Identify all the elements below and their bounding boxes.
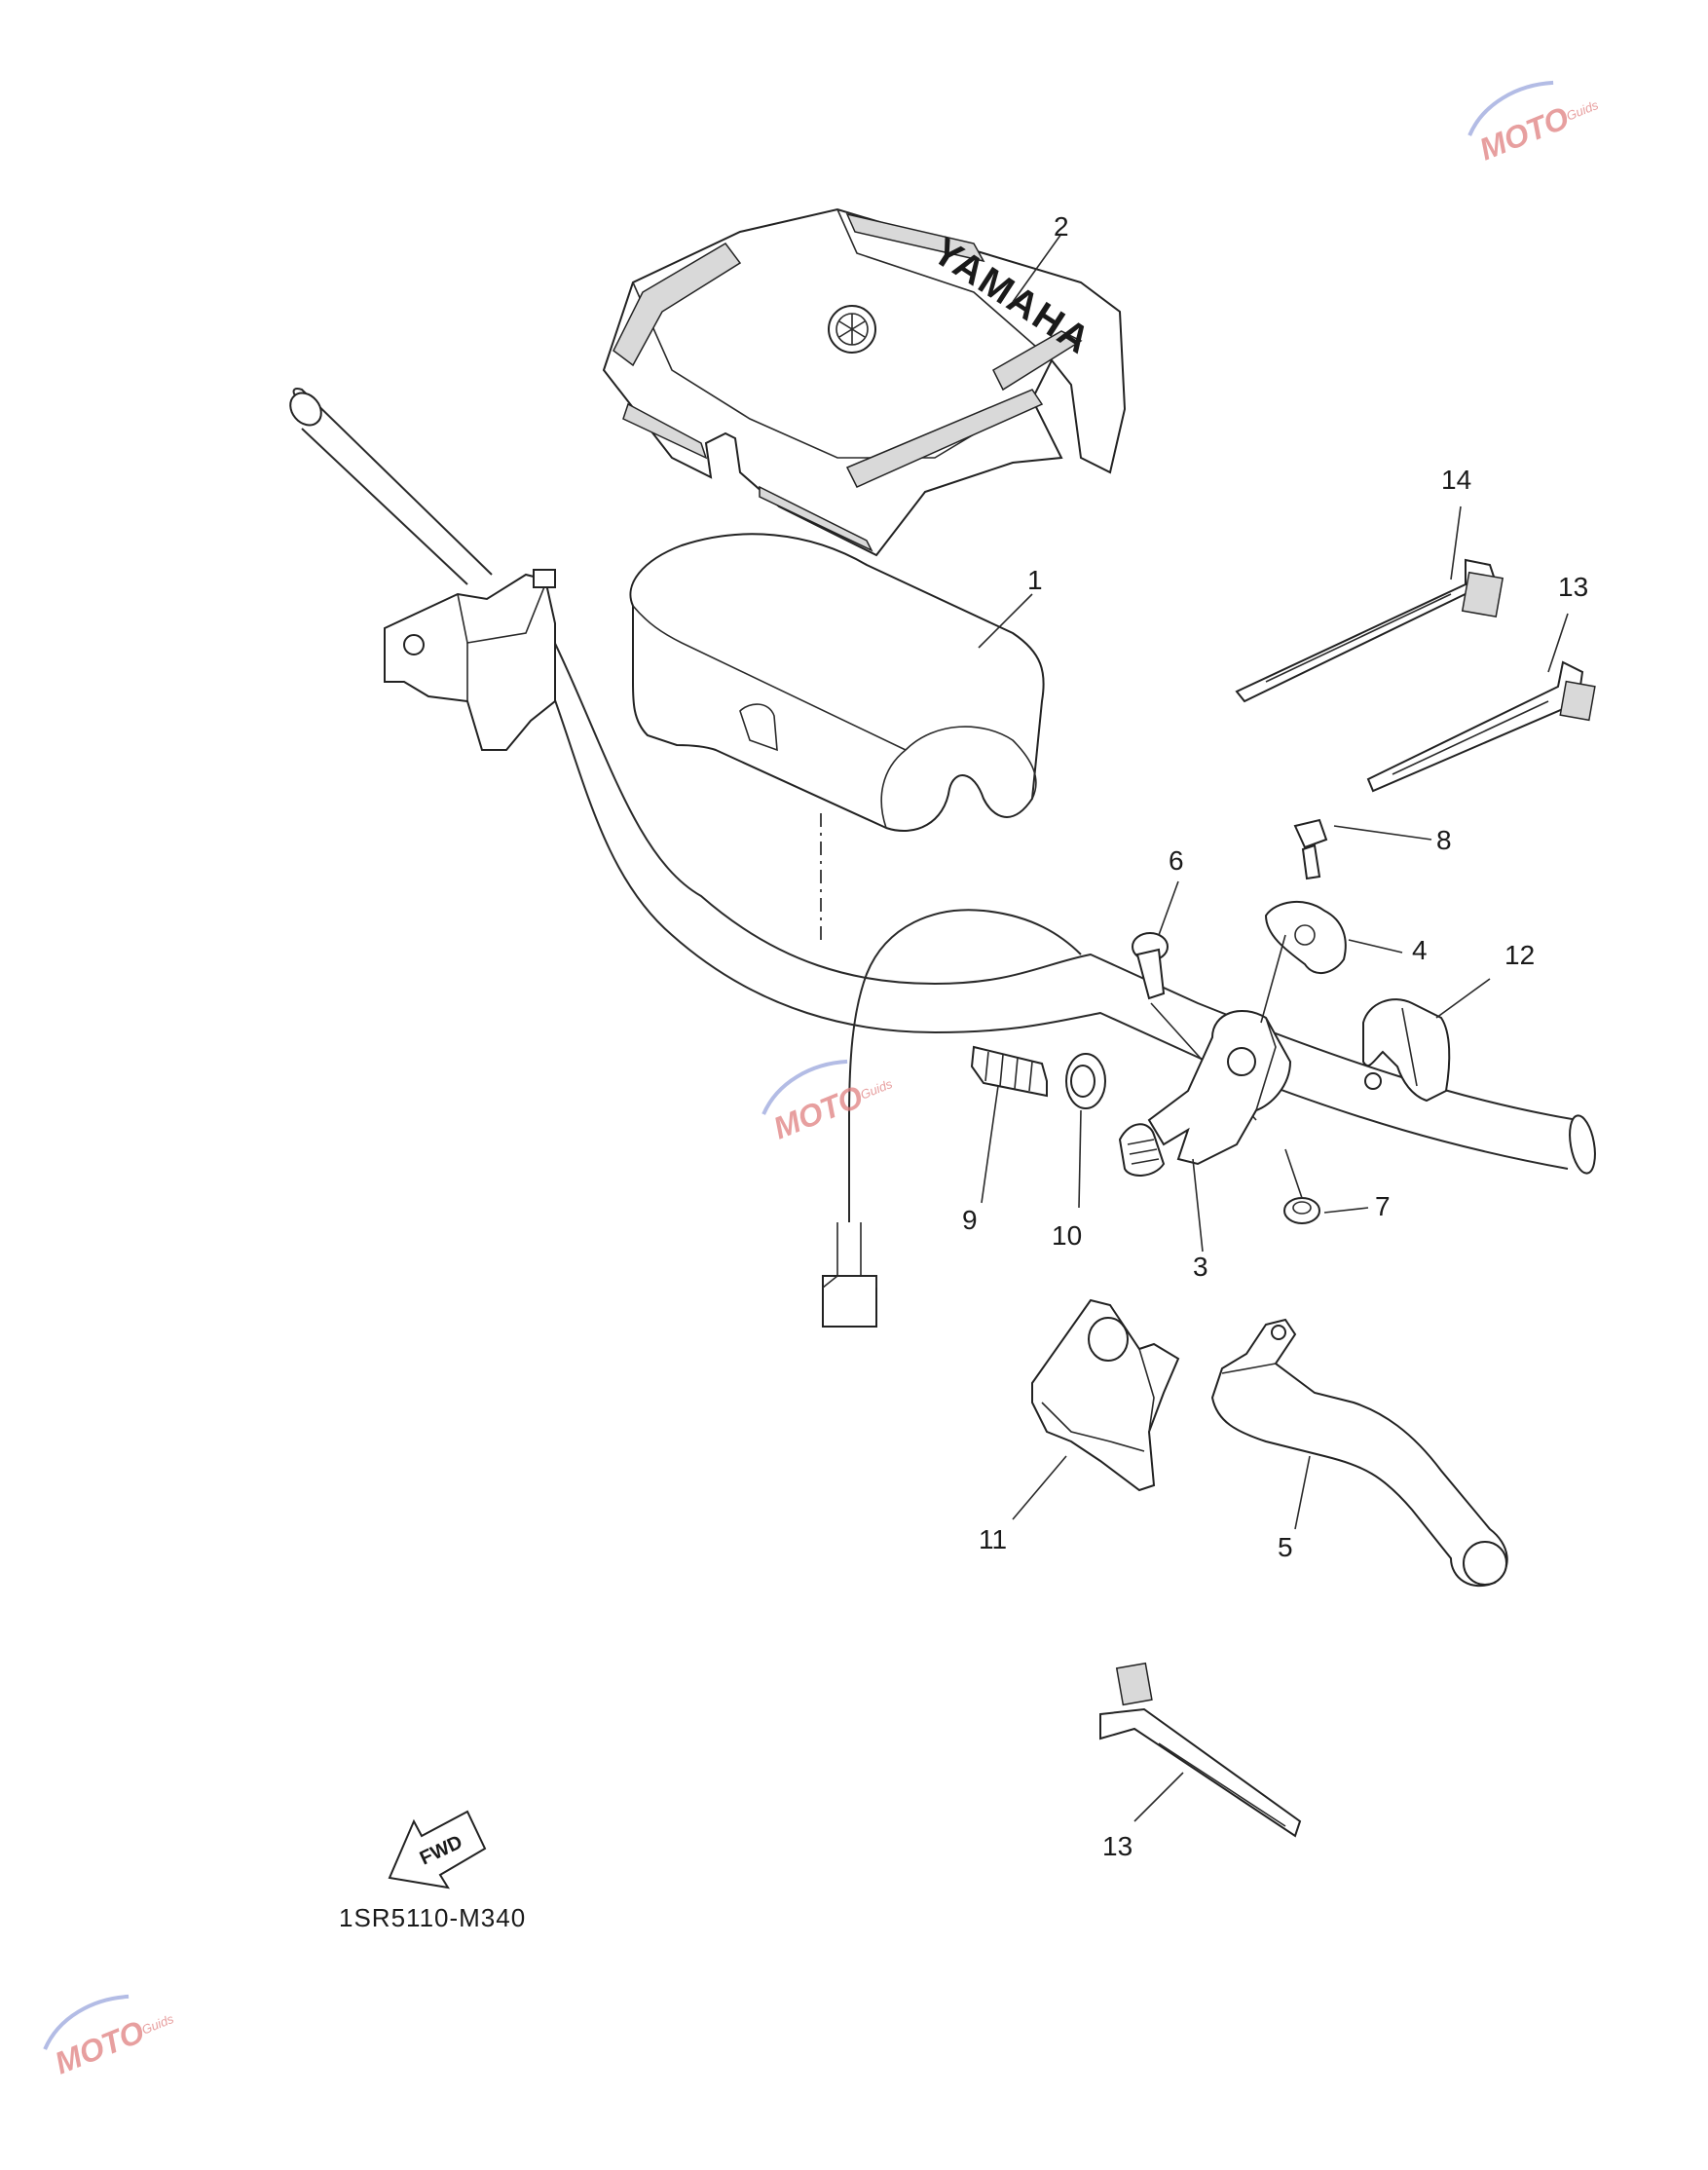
callout-2: 2 <box>1054 211 1069 242</box>
watermark-top-right: MOTO Guids <box>1467 80 1601 167</box>
watermark-sub-top: Guids <box>1564 97 1601 124</box>
watermark-sub-bottom: Guids <box>139 2011 176 2038</box>
callout-4: 4 <box>1412 935 1428 965</box>
watermark-sub-middle: Guids <box>858 1076 895 1103</box>
holder-clamp <box>1264 900 1347 974</box>
callout-6: 6 <box>1169 845 1184 876</box>
left-control-housing <box>384 569 556 751</box>
callout-7: 7 <box>1375 1191 1391 1221</box>
clutch-lever <box>1210 1318 1508 1588</box>
spring <box>1118 1123 1166 1177</box>
cable-tie-14 <box>1235 558 1504 703</box>
callout-5: 5 <box>1278 1532 1293 1562</box>
locknut <box>1065 1053 1106 1109</box>
pad-cover: YAMAHA <box>602 207 1127 557</box>
diagram-code: 1SR5110-M340 <box>339 1903 526 1932</box>
callout-3: 3 <box>1193 1252 1208 1282</box>
callout-1: 1 <box>1027 565 1043 595</box>
watermark-bottom-left: MOTO Guids <box>43 1994 176 2080</box>
handlebar-pad <box>629 533 1045 940</box>
switch-assembly <box>1362 998 1451 1103</box>
handlebar <box>289 388 1596 1175</box>
cable-tie-13-top <box>1366 660 1596 793</box>
callout-10: 10 <box>1052 1220 1082 1251</box>
callouts: 1 2 3 4 5 6 7 8 9 10 11 12 13 13 14 <box>962 211 1588 1861</box>
nut <box>1283 1148 1320 1224</box>
cable-tie-13-bottom <box>1099 1662 1302 1838</box>
fwd-arrow: FWD <box>388 1810 487 1889</box>
screw <box>1293 818 1328 880</box>
lever-bracket <box>1147 1009 1292 1166</box>
switch-wire <box>822 909 1082 1328</box>
callout-14: 14 <box>1441 465 1471 495</box>
leader-lines <box>978 233 1569 1822</box>
callout-13-bottom: 13 <box>1102 1831 1132 1861</box>
watermark-middle: MOTO Guids <box>761 1059 895 1145</box>
callout-12: 12 <box>1504 940 1535 970</box>
callout-8: 8 <box>1436 825 1452 855</box>
callout-9: 9 <box>962 1205 978 1235</box>
callout-13-top: 13 <box>1558 572 1588 602</box>
callout-11: 11 <box>979 1524 1007 1554</box>
adjuster-bolt <box>970 1045 1048 1098</box>
lever-cover <box>1031 1298 1180 1492</box>
